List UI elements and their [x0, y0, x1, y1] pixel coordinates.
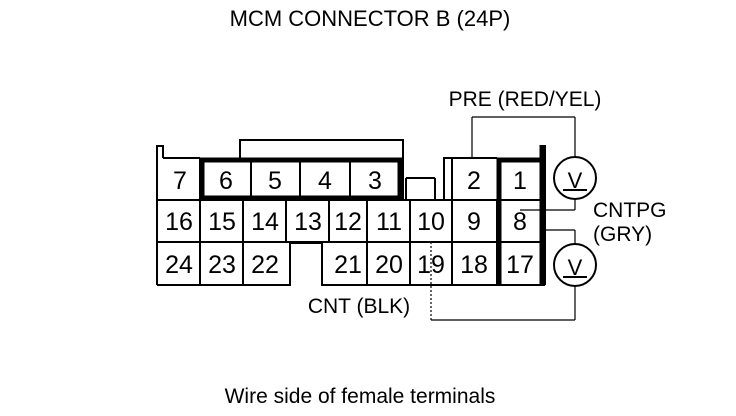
cavity-group-1 — [496, 145, 545, 285]
pin-13: 13 — [294, 208, 322, 236]
pin-5: 5 — [268, 167, 282, 195]
pin-14: 14 — [251, 208, 279, 236]
top-voltmeter-symbol: V — [568, 168, 583, 193]
pin-7: 7 — [173, 167, 187, 195]
pin-9: 9 — [467, 208, 481, 236]
pin-10: 10 — [417, 208, 445, 236]
pin-22: 22 — [251, 251, 279, 279]
pin-8: 8 — [513, 208, 527, 236]
pre-label: PRE (RED/YEL) — [449, 88, 602, 111]
cntpg-probe-wire — [520, 199, 576, 244]
cnt-probe-wire — [430, 242, 576, 321]
pin-2: 2 — [467, 167, 481, 195]
pin-20: 20 — [375, 251, 403, 279]
top-voltmeter: V — [553, 156, 597, 200]
cntpg-color-label: (GRY) — [593, 223, 652, 246]
pin-17: 17 — [506, 251, 534, 279]
pin-1: 1 — [513, 167, 527, 195]
cntpg-label: CNTPG — [593, 199, 667, 222]
pin-18: 18 — [460, 251, 488, 279]
bottom-voltmeter-symbol: V — [568, 255, 583, 280]
pin-6: 6 — [219, 167, 233, 195]
diagram-caption: Wire side of female terminals — [225, 385, 496, 408]
cnt-label: CNT (BLK) — [308, 295, 410, 318]
cavity-group-3-6 — [199, 157, 403, 201]
pin-11: 11 — [376, 208, 402, 236]
pin-15: 15 — [208, 208, 236, 236]
pre-probe-wire — [471, 116, 576, 158]
pin-4: 4 — [318, 167, 332, 195]
bottom-voltmeter: V — [553, 243, 597, 287]
pin-24: 24 — [165, 251, 193, 279]
pin-21: 21 — [334, 251, 362, 279]
pin-12: 12 — [334, 208, 362, 236]
pin-3: 3 — [368, 167, 382, 195]
pin-numbers: 7 6 5 4 3 2 1 16 15 14 13 12 11 10 9 8 2… — [165, 167, 534, 279]
diagram-title: MCM CONNECTOR B (24P) — [230, 6, 511, 31]
pin-23: 23 — [208, 251, 236, 279]
pin-16: 16 — [165, 208, 193, 236]
